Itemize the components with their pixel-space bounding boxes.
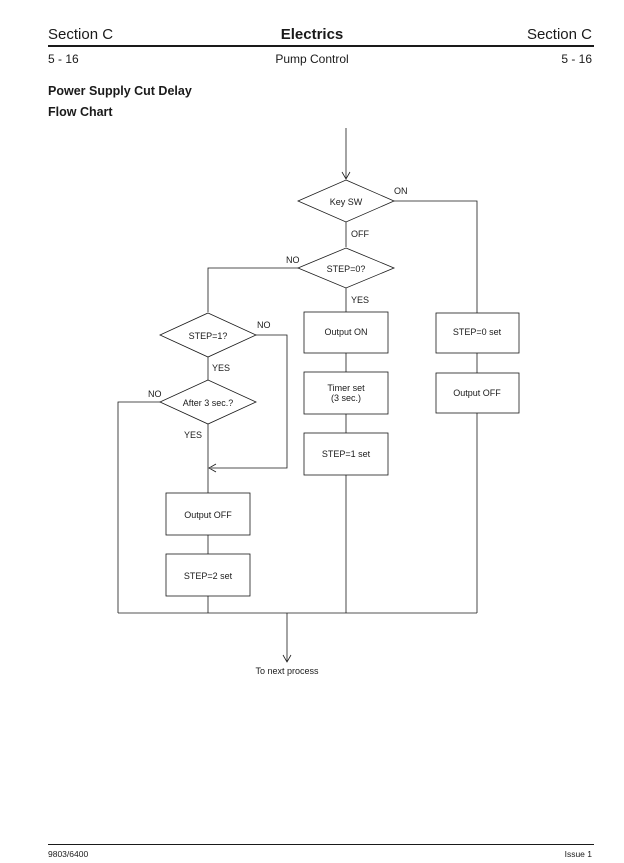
footer-doc-number: 9803/6400 [48, 849, 89, 859]
label-off: OFF [351, 229, 369, 239]
label-step0-q: STEP=0? [327, 264, 366, 274]
page-number-right: 5 - 16 [561, 52, 592, 66]
header-title: Electrics [280, 26, 344, 43]
label-output-off-right: Output OFF [453, 388, 501, 398]
label-output-off-left: Output OFF [184, 510, 232, 520]
doc-subheading: Flow Chart [48, 105, 113, 119]
label-timer-set-2: (3 sec.) [331, 393, 361, 403]
label-key-sw: Key SW [330, 197, 363, 207]
label-on: ON [394, 186, 408, 196]
label-no-step0: NO [286, 255, 300, 265]
label-timer-set-1: Timer set [327, 383, 365, 393]
flowchart-labels: Key SW ON OFF STEP=0? NO YES Output ON T… [148, 186, 502, 676]
page-number-left: 5 - 16 [48, 52, 79, 66]
label-step2-set: STEP=2 set [184, 571, 233, 581]
label-no-step1: NO [257, 320, 271, 330]
footer-issue: Issue 1 [564, 849, 592, 859]
label-step0-set: STEP=0 set [453, 327, 502, 337]
label-step1-q: STEP=1? [189, 331, 228, 341]
header-rule [48, 45, 594, 47]
header-section-right: Section C [526, 26, 592, 43]
box-step0-set [435, 312, 520, 354]
flowchart-lines [117, 128, 520, 663]
header-subtitle: Pump Control [275, 52, 349, 66]
label-step1-set: STEP=1 set [322, 449, 371, 459]
box-output-off-right [435, 372, 520, 414]
doc-heading: Power Supply Cut Delay [48, 84, 192, 98]
footer-rule [48, 844, 594, 845]
label-no-after3: NO [148, 389, 162, 399]
label-output-on: Output ON [324, 327, 367, 337]
label-yes-step1: YES [212, 363, 230, 373]
label-after3-q: After 3 sec.? [183, 398, 234, 408]
header-section-left: Section C [48, 26, 114, 43]
label-next-process: To next process [255, 666, 319, 676]
label-yes-step0: YES [351, 295, 369, 305]
label-yes-after3: YES [184, 430, 202, 440]
